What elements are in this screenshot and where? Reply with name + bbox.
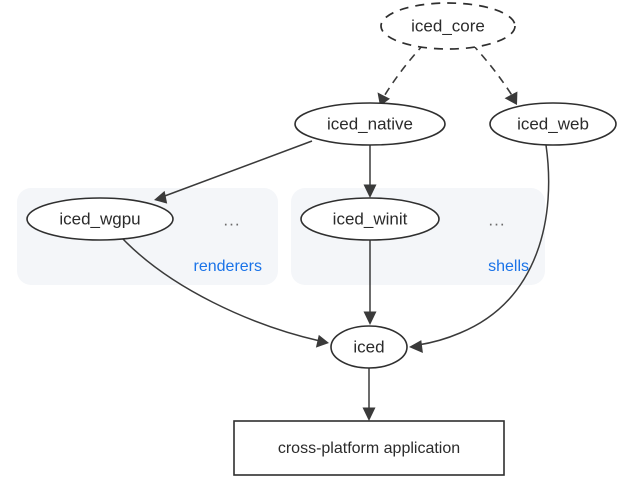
edge-iced_core-to-iced_web-line bbox=[471, 43, 514, 98]
node-cross-platform-application-shape[interactable] bbox=[233, 420, 505, 476]
shells-more-ellipsis: ... bbox=[488, 210, 505, 229]
node-iced[interactable]: iced bbox=[330, 325, 408, 369]
node-iced_core-shape[interactable] bbox=[380, 2, 516, 50]
edge-iced_web-to-iced-arrow bbox=[409, 340, 423, 353]
node-iced_wgpu-shape[interactable] bbox=[26, 197, 174, 241]
node-iced_web[interactable]: iced_web bbox=[489, 102, 617, 146]
edge-iced_wgpu-to-iced-line bbox=[121, 237, 321, 342]
edge-iced_winit-to-iced bbox=[363, 240, 377, 325]
edge-iced-to-app-arrow bbox=[362, 407, 376, 421]
node-cross-platform-application-label: cross-platform application bbox=[278, 440, 460, 457]
edge-iced_core-to-iced_native bbox=[377, 43, 425, 106]
node-iced_winit[interactable]: iced_winit bbox=[300, 197, 440, 241]
edge-iced_web-to-iced-line bbox=[417, 144, 550, 346]
edge-iced_core-to-iced_web bbox=[471, 43, 518, 105]
node-iced_winit-label: iced_winit bbox=[333, 209, 408, 228]
edge-iced_wgpu-to-iced-arrow bbox=[315, 334, 329, 348]
edge-iced_core-to-iced_native-line bbox=[382, 43, 425, 99]
node-iced_native-shape[interactable] bbox=[294, 102, 446, 146]
cluster-renderers-label: renderers bbox=[194, 258, 262, 275]
edge-iced_web-to-iced bbox=[409, 144, 550, 353]
edge-iced_wgpu-to-iced bbox=[121, 237, 329, 348]
node-iced_web-label: iced_web bbox=[517, 114, 589, 133]
edge-iced_native-to-iced_winit-arrow bbox=[363, 184, 377, 198]
node-iced_core-label: iced_core bbox=[411, 16, 485, 35]
edge-iced_native-to-iced_winit bbox=[363, 145, 377, 198]
renderers-more-ellipsis: ... bbox=[223, 210, 240, 229]
edge-iced-to-app bbox=[362, 368, 376, 421]
cluster-shells-label: shells bbox=[488, 258, 529, 275]
node-iced_winit-shape[interactable] bbox=[300, 197, 440, 241]
node-iced-label: iced bbox=[353, 337, 384, 356]
node-iced-shape[interactable] bbox=[330, 325, 408, 369]
node-iced_web-shape[interactable] bbox=[489, 102, 617, 146]
edge-iced_native-to-iced_wgpu bbox=[154, 140, 313, 204]
node-iced_core[interactable]: iced_core bbox=[380, 2, 516, 50]
node-iced_wgpu-label: iced_wgpu bbox=[59, 209, 140, 228]
edge-iced_native-to-iced_wgpu-line bbox=[161, 140, 313, 198]
node-cross-platform-application[interactable]: cross-platform application bbox=[233, 420, 505, 476]
node-iced_native-label: iced_native bbox=[327, 114, 413, 133]
edge-iced_core-to-iced_web-arrow bbox=[504, 91, 518, 105]
edge-iced_winit-to-iced-arrow bbox=[363, 311, 377, 325]
node-iced_wgpu[interactable]: iced_wgpu bbox=[26, 197, 174, 241]
node-iced_native[interactable]: iced_native bbox=[294, 102, 446, 146]
edge-iced_native-to-iced_wgpu-arrow bbox=[154, 190, 168, 204]
